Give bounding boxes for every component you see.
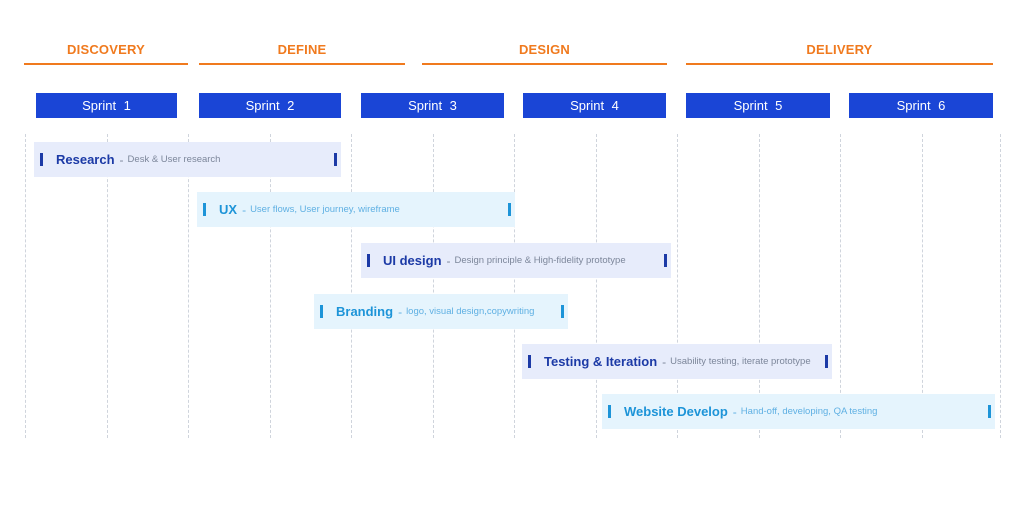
task-title: UX [219, 202, 238, 217]
task-ux: UX - User flows, User journey, wireframe [197, 192, 515, 227]
phase-underline [422, 63, 667, 65]
phase-discovery: DISCOVERY [24, 38, 188, 68]
bar-start-marker [367, 254, 370, 267]
bar-start-marker [528, 355, 531, 368]
bar-end-marker [334, 153, 337, 166]
task-description: Usability testing, iterate prototype [670, 356, 811, 367]
bar-end-marker [825, 355, 828, 368]
task-title: UI design [383, 253, 442, 268]
bar-end-marker [988, 405, 991, 418]
task-separator: - [242, 202, 247, 217]
sprint-6-header: Sprint 6 [849, 93, 993, 118]
sprint-1-header: Sprint 1 [36, 93, 177, 118]
phase-label: DEFINE [277, 42, 327, 57]
grid-line [759, 134, 760, 438]
bar-end-marker [561, 305, 564, 318]
task-description: logo, visual design,copywriting [406, 306, 535, 317]
task-title: Testing & Iteration [544, 354, 658, 369]
task-ui-design: UI design - Design principle & High-fide… [361, 243, 671, 278]
grid-line [922, 134, 923, 438]
phase-underline [686, 63, 993, 65]
task-separator: - [662, 354, 667, 369]
bar-start-marker [40, 153, 43, 166]
grid-line [433, 134, 434, 438]
task-title: Website Develop [624, 404, 728, 419]
grid-line [25, 134, 26, 438]
task-separator: - [119, 152, 124, 167]
bar-start-marker [203, 203, 206, 216]
sprint-4-header: Sprint 4 [523, 93, 666, 118]
task-research: Research - Desk & User research [34, 142, 341, 177]
phase-label: DELIVERY [806, 42, 873, 57]
bar-end-marker [664, 254, 667, 267]
grid-line [188, 134, 189, 438]
task-title: Research [56, 152, 115, 167]
bar-start-marker [608, 405, 611, 418]
task-description: Design principle & High-fidelity prototy… [454, 255, 626, 266]
phase-delivery: DELIVERY [686, 38, 993, 68]
task-separator: - [446, 253, 451, 268]
sprint-3-header: Sprint 3 [361, 93, 504, 118]
phase-label: DESIGN [518, 42, 571, 57]
sprint-2-header: Sprint 2 [199, 93, 341, 118]
grid-line [270, 134, 271, 438]
task-branding: Branding - logo, visual design,copywriti… [314, 294, 568, 329]
grid-line [596, 134, 597, 438]
task-separator: - [398, 304, 403, 319]
grid-line [840, 134, 841, 438]
grid-line [107, 134, 108, 438]
bar-end-marker [508, 203, 511, 216]
task-description: Desk & User research [127, 154, 221, 165]
grid-line [514, 134, 515, 438]
grid-line [1000, 134, 1001, 438]
phase-define: DEFINE [199, 38, 405, 68]
sprint-5-header: Sprint 5 [686, 93, 830, 118]
phase-underline [199, 63, 405, 65]
task-testing-iteration: Testing & Iteration - Usability testing,… [522, 344, 832, 379]
task-website-develop: Website Develop - Hand-off, developing, … [602, 394, 995, 429]
task-description: User flows, User journey, wireframe [250, 204, 400, 215]
task-description: Hand-off, developing, QA testing [740, 406, 878, 417]
task-title: Branding [336, 304, 394, 319]
grid-line [351, 134, 352, 438]
bar-start-marker [320, 305, 323, 318]
phase-label: DISCOVERY [67, 42, 145, 57]
task-separator: - [732, 404, 737, 419]
grid-line [677, 134, 678, 438]
phase-design: DESIGN [422, 38, 667, 68]
phase-underline [24, 63, 188, 65]
